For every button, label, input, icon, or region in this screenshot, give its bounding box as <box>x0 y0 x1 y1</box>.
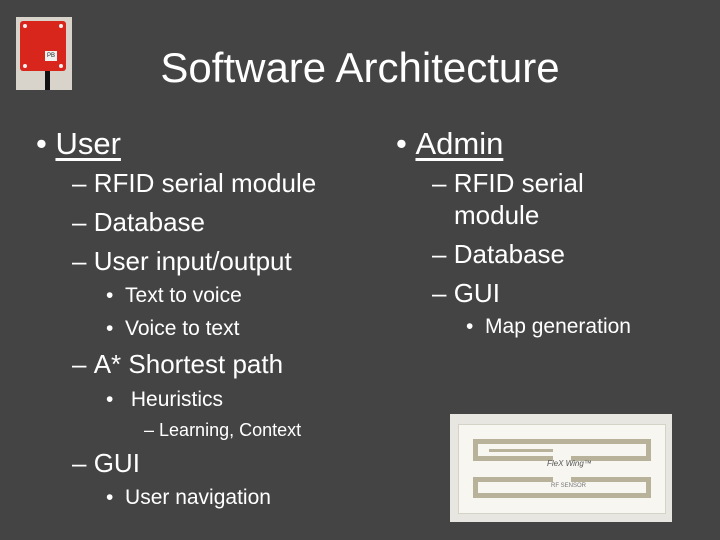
antenna-shape <box>473 477 553 482</box>
bullet-dot: • <box>106 284 114 307</box>
rfid-pin <box>23 24 27 28</box>
antenna-shape <box>473 456 553 461</box>
dash-marker: – <box>72 246 87 276</box>
bullet-dot: • <box>106 388 114 411</box>
right-item-continuation: module <box>454 200 539 231</box>
left-item-text: GUI <box>93 448 140 478</box>
antenna-shape <box>489 449 553 452</box>
bullet-dot: • <box>396 126 416 161</box>
left-subitem-text: Voice to text <box>125 317 240 340</box>
tag-paper-shape: FleX Wing™ RF SENSOR <box>458 424 666 514</box>
dash-marker: – <box>72 207 87 237</box>
left-subitem-text: Heuristics <box>130 388 224 411</box>
antenna-shape <box>473 439 478 461</box>
right-item: – RFID serial <box>432 168 584 199</box>
tag-code-text: RF SENSOR <box>551 483 587 489</box>
left-item: – A* Shortest path <box>72 349 283 380</box>
slide-title: Software Architecture <box>160 44 560 91</box>
left-subitem: • Heuristics <box>106 387 223 413</box>
right-heading-text: Admin <box>415 126 504 161</box>
rfid-cable-shape <box>45 71 50 90</box>
rfid-tag-image: FleX Wing™ RF SENSOR <box>450 414 672 522</box>
dash-marker: – <box>72 349 87 379</box>
bullet-dot: • <box>466 315 474 338</box>
antenna-shape <box>473 477 478 498</box>
left-subitem: • User navigation <box>106 485 271 511</box>
left-item-text: A* Shortest path <box>93 349 284 379</box>
right-item-text: Database <box>453 239 566 269</box>
bullet-dot: • <box>106 317 114 340</box>
left-heading-text: User <box>55 126 121 161</box>
dash-marker: – <box>432 278 447 308</box>
dash-marker: – <box>432 168 447 198</box>
right-item: – Database <box>432 239 565 270</box>
right-item-text: RFID serial <box>453 168 584 198</box>
rfid-board-shape: PB <box>20 21 66 71</box>
rfid-pin <box>59 24 63 28</box>
dash-marker: – <box>432 239 447 269</box>
rfid-chip-label: PB <box>45 51 57 61</box>
bullet-dot: • <box>36 126 56 161</box>
rfid-pin <box>23 64 27 68</box>
right-item: – GUI <box>432 278 500 309</box>
antenna-shape <box>646 477 651 498</box>
dash-marker: – <box>72 448 87 478</box>
antenna-shape <box>571 477 651 482</box>
tag-label-text: FleX Wing™ <box>547 459 592 468</box>
antenna-shape <box>473 493 651 498</box>
antenna-shape <box>571 456 651 461</box>
right-item-text: GUI <box>453 278 500 308</box>
left-item-text: RFID serial module <box>93 168 317 198</box>
left-subitem: • Voice to text <box>106 316 239 342</box>
right-item-text: module <box>454 200 540 230</box>
bullet-dot: • <box>106 486 114 509</box>
antenna-shape <box>646 439 651 461</box>
right-heading: • Admin <box>396 126 503 162</box>
left-item: – GUI <box>72 448 140 479</box>
left-item: – Database <box>72 207 205 238</box>
left-item: – User input/output <box>72 246 292 277</box>
dash-marker: – <box>144 420 155 440</box>
left-subitem-text: User navigation <box>125 486 271 509</box>
right-subitem: • Map generation <box>466 314 631 340</box>
rfid-pin <box>59 64 63 68</box>
left-subitem-text: Text to voice <box>125 284 242 307</box>
dash-marker: – <box>72 168 87 198</box>
left-heading: • User <box>36 126 121 162</box>
left-item-text: User input/output <box>93 246 292 276</box>
left-subitem: • Text to voice <box>106 283 242 309</box>
left-item-text: Database <box>93 207 206 237</box>
antenna-shape <box>473 439 651 444</box>
left-subsubitem-text: Learning, Context <box>159 420 302 440</box>
left-item: – RFID serial module <box>72 168 316 199</box>
rfid-module-image: PB <box>16 17 72 90</box>
left-subsubitem: – Learning, Context <box>144 419 301 441</box>
right-subitem-text: Map generation <box>485 315 631 338</box>
